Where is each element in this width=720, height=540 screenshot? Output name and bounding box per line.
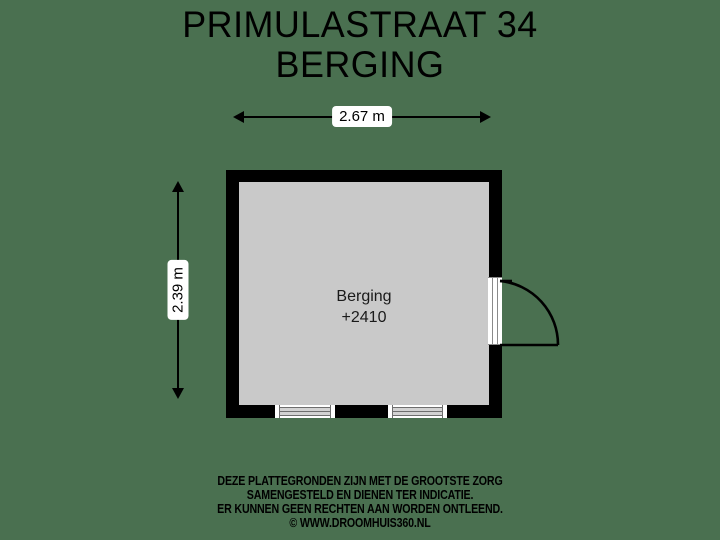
- room-berging: Berging +2410: [239, 182, 489, 405]
- window-opening-2: [388, 405, 447, 418]
- room-label: Berging +2410: [239, 286, 489, 328]
- door-jamb-bottom: [488, 344, 502, 345]
- arrow-right-icon: [480, 111, 491, 123]
- page-title: PRIMULASTRAAT 34 BERGING: [0, 6, 720, 83]
- window-pane: [279, 407, 331, 416]
- window-jamb-left: [392, 405, 393, 418]
- dimension-height-label: 2.39 m: [167, 260, 189, 320]
- floorplan-drawing: Berging +2410: [226, 170, 502, 418]
- room-level: +2410: [341, 309, 387, 326]
- door-jamb-top: [488, 277, 502, 278]
- footer-line-4: © WWW.DROOMHUIS360.NL: [289, 515, 431, 530]
- dimension-height: 2.39 m: [167, 181, 189, 399]
- window-mullion: [392, 410, 443, 412]
- footer-disclaimer: DEZE PLATTEGRONDEN ZIJN MET DE GROOTSTE …: [0, 474, 720, 530]
- dimension-width: 2.67 m: [233, 106, 491, 127]
- window-jamb-left: [279, 405, 280, 418]
- door-swing-icon: [499, 279, 560, 347]
- title-room-type: BERGING: [275, 43, 445, 85]
- window-opening-1: [275, 405, 335, 418]
- room-name: Berging: [336, 288, 392, 305]
- footer-line-2: SAMENGESTELD EN DIENEN TER INDICATIE.: [246, 487, 474, 502]
- door-opening: [488, 277, 502, 345]
- dimension-width-label: 2.67 m: [332, 106, 392, 127]
- window-jamb-right: [330, 405, 331, 418]
- title-address: PRIMULASTRAAT 34: [182, 4, 538, 45]
- footer-line-1: DEZE PLATTEGRONDEN ZIJN MET DE GROOTSTE …: [217, 473, 503, 488]
- arrow-left-icon: [233, 111, 244, 123]
- window-mullion: [279, 410, 331, 412]
- footer-line-3: ER KUNNEN GEEN RECHTEN AAN WORDEN ONTLEE…: [217, 501, 503, 516]
- arrow-down-icon: [172, 388, 184, 399]
- arrow-up-icon: [172, 181, 184, 192]
- window-pane: [392, 407, 443, 416]
- door-swing: [496, 272, 566, 352]
- window-jamb-right: [442, 405, 443, 418]
